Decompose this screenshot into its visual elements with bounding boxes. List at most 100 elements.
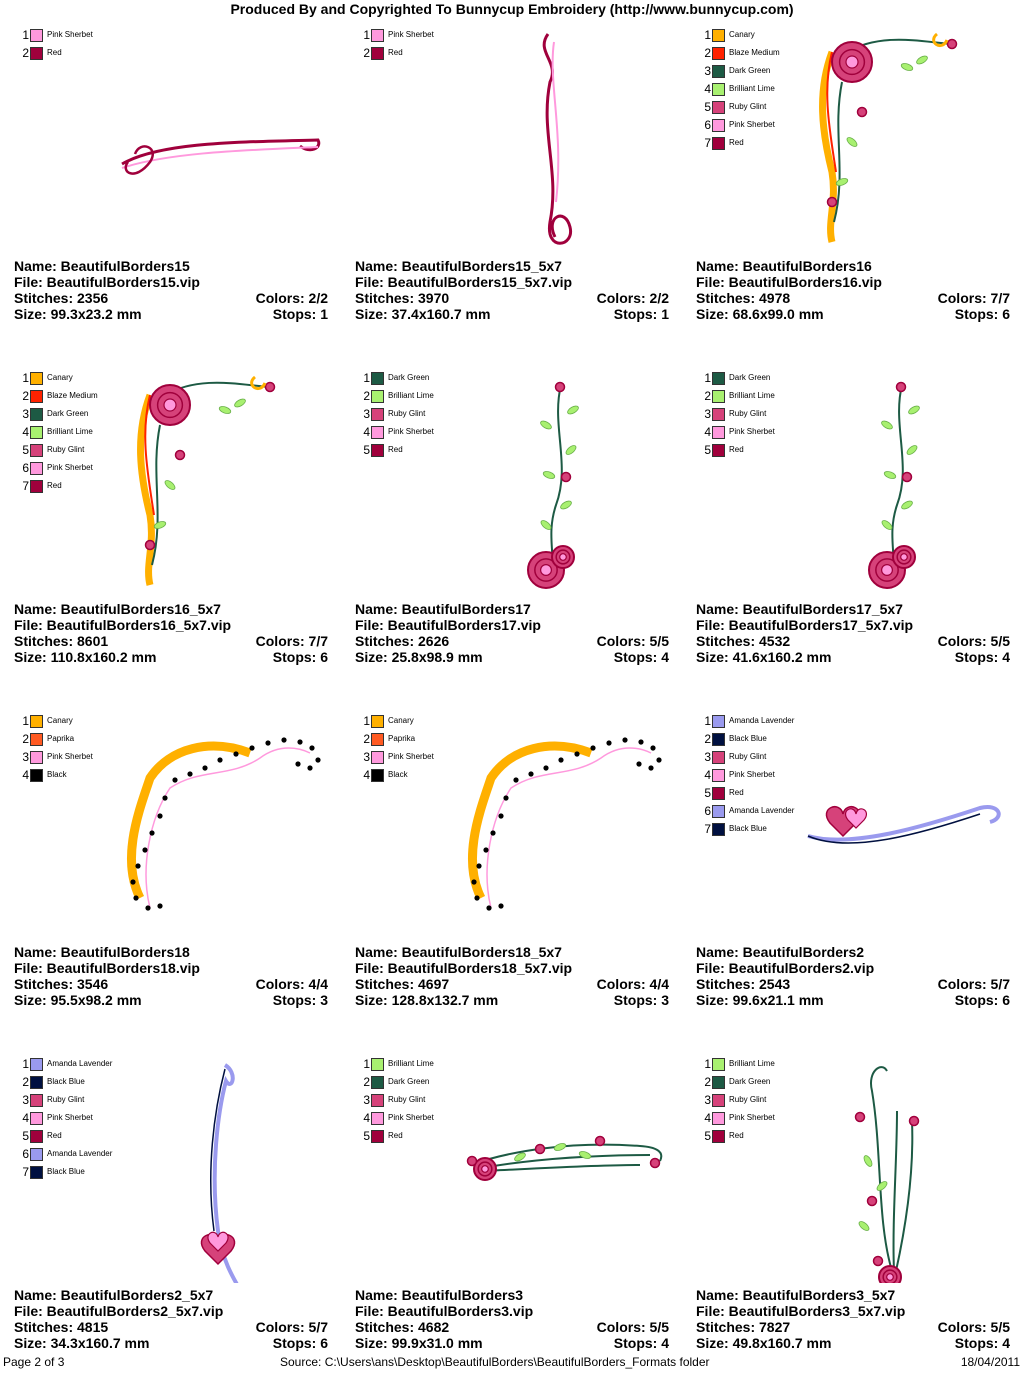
thread-color-name: Canary [47, 373, 73, 382]
thread-color-index: 7 [22, 479, 29, 493]
thread-swatch [712, 786, 725, 800]
thread-swatch [712, 1075, 725, 1089]
design-stops: Stops: 1 [613, 306, 669, 322]
design-stops: Stops: 6 [272, 1335, 328, 1351]
thread-swatch [371, 389, 384, 403]
thread-swatch [712, 100, 725, 114]
thread-color-index: 5 [22, 443, 29, 457]
thread-color-name: Pink Sherbet [388, 1113, 434, 1122]
thread-color-index: 3 [363, 407, 370, 421]
thread-color-name: Red [729, 788, 744, 797]
thread-swatch [371, 1129, 384, 1143]
thread-color-name: Ruby Glint [729, 409, 767, 418]
thread-swatch [712, 64, 725, 78]
thread-color-name: Dark Green [47, 409, 89, 418]
thread-swatch [30, 28, 43, 42]
thread-swatch [712, 425, 725, 439]
thread-swatch [712, 407, 725, 421]
thread-color-name: Black [388, 770, 408, 779]
thread-swatch [712, 768, 725, 782]
thread-color-name: Brilliant Lime [47, 427, 93, 436]
thread-color-index: 5 [704, 443, 711, 457]
thread-color-index: 3 [22, 750, 29, 764]
thread-color-name: Ruby Glint [729, 752, 767, 761]
thread-color-index: 2 [363, 1075, 370, 1089]
thread-color-index: 1 [22, 1057, 29, 1071]
thread-swatch [712, 443, 725, 457]
thread-color-name: Ruby Glint [388, 1095, 426, 1104]
thread-swatch [30, 714, 43, 728]
design-name: Name: BeautifulBorders3_5x7 [696, 1287, 896, 1303]
thread-color-index: 2 [704, 1075, 711, 1089]
thread-swatch [30, 461, 43, 475]
design-file: File: BeautifulBorders18_5x7.vip [355, 960, 573, 976]
thread-color-index: 4 [704, 82, 711, 96]
thread-color-index: 7 [22, 1165, 29, 1179]
thread-color-name: Pink Sherbet [388, 752, 434, 761]
thread-color-name: Red [729, 138, 744, 147]
thread-color-name: Brilliant Lime [729, 1059, 775, 1068]
thread-color-index: 1 [363, 714, 370, 728]
thread-color-name: Pink Sherbet [47, 752, 93, 761]
design-name: Name: BeautifulBorders18 [14, 944, 190, 960]
thread-color-index: 4 [363, 1111, 370, 1125]
thread-swatch [712, 136, 725, 150]
thread-color-index: 3 [22, 1093, 29, 1107]
thread-swatch [371, 1075, 384, 1089]
design-name: Name: BeautifulBorders2_5x7 [14, 1287, 214, 1303]
thread-swatch [30, 1093, 43, 1107]
page-number: Page 2 of 3 [3, 1355, 65, 1369]
thread-swatch [30, 407, 43, 421]
thread-color-name: Pink Sherbet [388, 30, 434, 39]
design-colors: Colors: 4/4 [255, 976, 328, 992]
thread-swatch [712, 822, 725, 836]
design-name: Name: BeautifulBorders17 [355, 601, 531, 617]
thread-color-index: 4 [363, 425, 370, 439]
thread-color-index: 1 [363, 1057, 370, 1071]
design-colors: Colors: 4/4 [596, 976, 669, 992]
thread-color-index: 4 [704, 1111, 711, 1125]
design-stops: Stops: 4 [954, 1335, 1010, 1351]
design-colors: Colors: 7/7 [937, 290, 1010, 306]
thread-swatch [712, 371, 725, 385]
thread-color-index: 2 [704, 46, 711, 60]
design-name: Name: BeautifulBorders3 [355, 1287, 524, 1303]
design-file: File: BeautifulBorders16_5x7.vip [14, 617, 232, 633]
thread-swatch [30, 479, 43, 493]
thread-color-name: Pink Sherbet [729, 120, 775, 129]
thread-color-name: Blaze Medium [729, 48, 780, 57]
